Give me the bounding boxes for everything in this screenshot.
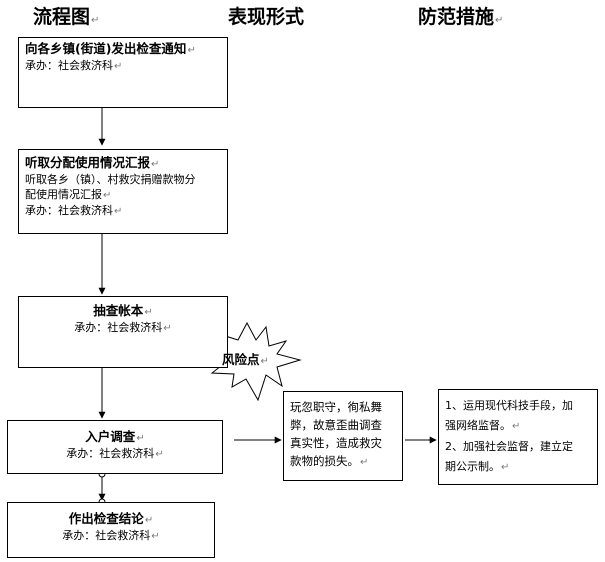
step-line: 听取各乡（镇）、村救灾捐赠款物分 bbox=[25, 173, 196, 186]
paragraph-mark: ↵ bbox=[136, 433, 145, 444]
header-form: 表现形式 bbox=[228, 2, 304, 29]
step-title: 听取分配使用情况汇报 bbox=[25, 155, 151, 170]
risk-label-text: 风险点 bbox=[222, 352, 260, 367]
paragraph-mark: ↵ bbox=[103, 190, 112, 201]
header-flowchart: 流程图↵ bbox=[33, 2, 99, 29]
form-line: 玩忽职守，徇私舞 bbox=[290, 400, 382, 414]
step-title: 作出检查结论 bbox=[68, 511, 144, 526]
paragraph-mark: ↵ bbox=[151, 531, 160, 542]
measure-line: 2、加强社会监督，建立定 bbox=[445, 440, 573, 453]
measure-line: 强网络监督。 bbox=[445, 419, 511, 432]
paragraph-mark: ↵ bbox=[144, 515, 154, 526]
step-line: 承办：社会救济科 bbox=[62, 529, 151, 542]
risk-form-box: 玩忽职守，徇私舞 弊，故意歪曲调查 真实性，造成救灾 款物的损失。↵ bbox=[283, 391, 403, 481]
header-form-text: 表现形式 bbox=[228, 6, 305, 28]
form-line: 真实性，造成救灾 bbox=[290, 436, 382, 450]
paragraph-mark: ↵ bbox=[187, 45, 196, 56]
step-hear-report: 听取分配使用情况汇报↵ 听取各乡（镇）、村救灾捐赠款物分 配使用情况汇报↵ 承办… bbox=[18, 149, 228, 234]
paragraph-mark: ↵ bbox=[114, 61, 123, 72]
header-measures-text: 防范措施 bbox=[418, 6, 495, 28]
step-title: 入户调查 bbox=[85, 429, 136, 444]
header-measures: 防范措施↵ bbox=[418, 2, 503, 29]
step-household-survey: 入户调查↵ 承办：社会救济科↵ bbox=[7, 420, 223, 474]
paragraph-mark: ↵ bbox=[495, 15, 504, 26]
header-flowchart-text: 流程图 bbox=[33, 6, 91, 28]
paragraph-mark: ↵ bbox=[144, 307, 153, 318]
paragraph-mark: ↵ bbox=[163, 323, 172, 334]
paragraph-mark: ↵ bbox=[91, 15, 100, 26]
form-line: 款物的损失。 bbox=[290, 454, 359, 468]
step-line: 承办：社会救济科 bbox=[74, 321, 163, 334]
paragraph-mark: ↵ bbox=[501, 462, 510, 473]
measure-line: 1、运用现代科技手段，加 bbox=[445, 399, 573, 412]
step-line: 承办：社会救济科 bbox=[25, 59, 113, 72]
step-issue-notice: 向各乡镇(街道)发出检查通知↵ 承办：社会救济科↵ bbox=[18, 37, 228, 108]
step-title: 抽查帐本 bbox=[93, 303, 144, 318]
step-line: 承办：社会救济科 bbox=[66, 447, 155, 460]
measure-line: 期公示制。 bbox=[445, 460, 500, 473]
paragraph-mark: ↵ bbox=[151, 159, 160, 170]
step-audit-books: 抽查帐本↵ 承办：社会救济科↵ bbox=[18, 296, 228, 368]
step-line: 承办：社会救济科 bbox=[25, 204, 113, 217]
paragraph-mark: ↵ bbox=[512, 421, 521, 432]
step-line: 配使用情况汇报 bbox=[25, 188, 102, 201]
paragraph-mark: ↵ bbox=[155, 449, 164, 460]
paragraph-mark: ↵ bbox=[114, 206, 123, 217]
risk-point-label: 风险点↵ bbox=[222, 349, 269, 368]
step-conclusion: 作出检查结论↵ 承办：社会救济科↵ bbox=[7, 502, 215, 558]
step-title: 向各乡镇(街道)发出检查通知 bbox=[25, 41, 187, 56]
paragraph-mark: ↵ bbox=[260, 356, 269, 367]
paragraph-mark: ↵ bbox=[360, 457, 369, 468]
measures-box: 1、运用现代科技手段，加 强网络监督。↵ 2、加强社会监督，建立定 期公示制。↵ bbox=[438, 389, 598, 485]
form-line: 弊，故意歪曲调查 bbox=[290, 418, 382, 432]
